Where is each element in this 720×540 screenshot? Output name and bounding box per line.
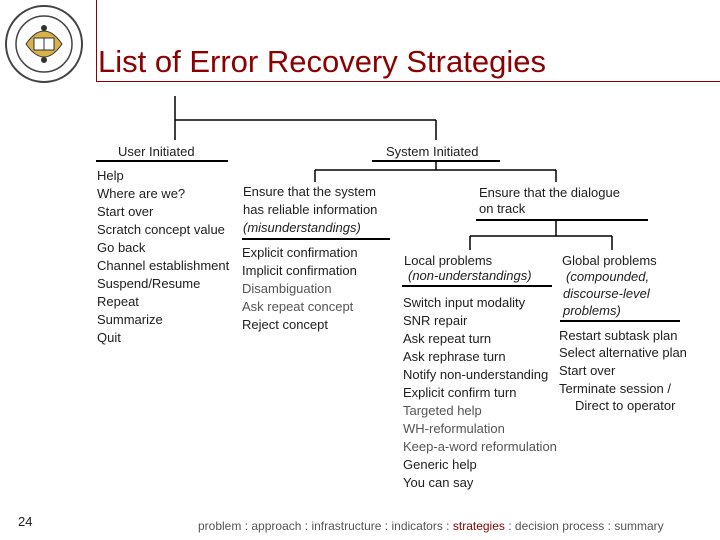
list-item: Help xyxy=(97,168,124,183)
footer-separator: : xyxy=(301,519,312,533)
footer-item[interactable]: summary xyxy=(614,519,664,533)
page-title: List of Error Recovery Strategies xyxy=(98,44,546,79)
list-item: Explicit confirm turn xyxy=(403,385,517,400)
footer-separator: : xyxy=(442,519,453,533)
reliable-heading-line3: (misunderstandings) xyxy=(243,220,361,235)
list-item: Disambiguation xyxy=(242,281,332,296)
user-initiated-underline xyxy=(96,160,228,162)
list-item: Ask rephrase turn xyxy=(403,349,506,364)
list-item: Select alternative plan xyxy=(559,345,687,360)
list-item: Start over xyxy=(97,204,154,219)
university-seal-icon xyxy=(5,5,83,83)
user-initiated-heading: User Initiated xyxy=(118,144,195,159)
system-initiated-underline xyxy=(372,160,500,162)
global-heading-line3: discourse-level xyxy=(563,286,650,301)
footer-separator: : xyxy=(241,519,252,533)
list-item: Ask repeat concept xyxy=(242,299,354,314)
list-item: Start over xyxy=(559,363,616,378)
title-underline xyxy=(96,81,720,82)
on-track-heading-line2: on track xyxy=(479,201,526,216)
reliable-heading-line1: Ensure that the system xyxy=(243,184,376,199)
local-heading-line2: (non-understandings) xyxy=(408,268,532,283)
list-item: Scratch concept value xyxy=(97,222,225,237)
list-item: You can say xyxy=(403,475,474,490)
list-item: Explicit confirmation xyxy=(242,245,358,260)
global-heading-line4: problems) xyxy=(563,303,621,318)
global-underline xyxy=(560,320,680,322)
footer-separator: : xyxy=(504,519,515,533)
system-initiated-heading: System Initiated xyxy=(386,144,479,159)
list-item: Implicit confirmation xyxy=(242,263,357,278)
list-item: Where are we? xyxy=(97,186,186,201)
list-item: Keep-a-word reformulation xyxy=(403,439,557,454)
list-item: Repeat xyxy=(97,294,139,309)
list-item: Generic help xyxy=(403,457,477,472)
footer-item[interactable]: approach xyxy=(251,519,302,533)
title-left-rule xyxy=(96,0,97,82)
footer-navigation: problem : approach : infrastructure : in… xyxy=(198,519,664,533)
list-item: Restart subtask plan xyxy=(559,328,678,343)
local-underline xyxy=(402,285,552,287)
on-track-underline xyxy=(476,219,648,221)
list-item: Go back xyxy=(97,240,146,255)
page-number: 24 xyxy=(18,514,33,529)
list-item: Terminate session / xyxy=(559,381,671,396)
reliable-strategy-list: Explicit confirmation Implicit confirmat… xyxy=(242,244,358,334)
list-item: Suspend/Resume xyxy=(97,276,201,291)
list-item: Direct to operator xyxy=(575,398,676,413)
footer-separator: : xyxy=(604,519,615,533)
list-item: Ask repeat turn xyxy=(403,331,492,346)
list-item: Quit xyxy=(97,330,121,345)
global-heading-line1: Global problems xyxy=(562,253,657,268)
global-heading-line2: (compounded, xyxy=(566,269,650,284)
list-item: SNR repair xyxy=(403,313,468,328)
list-item: Notify non-understanding xyxy=(403,367,549,382)
footer-item[interactable]: infrastructure xyxy=(311,519,382,533)
local-strategy-list: Switch input modality SNR repair Ask rep… xyxy=(403,294,557,492)
reliable-underline xyxy=(242,238,390,240)
user-initiated-list: Help Where are we? Start over Scratch co… xyxy=(97,167,229,347)
footer-separator: : xyxy=(381,519,392,533)
reliable-heading-line2: has reliable information xyxy=(243,202,378,217)
footer-item[interactable]: problem xyxy=(198,519,242,533)
on-track-heading-line1: Ensure that the dialogue xyxy=(479,185,620,200)
footer-item[interactable]: indicators xyxy=(391,519,443,533)
list-item: Switch input modality xyxy=(403,295,526,310)
footer-item[interactable]: decision process xyxy=(514,519,605,533)
list-item: Summarize xyxy=(97,312,163,327)
local-heading-line1: Local problems xyxy=(404,253,493,268)
list-item: Targeted help xyxy=(403,403,482,418)
list-item: Reject concept xyxy=(242,317,328,332)
footer-item-current[interactable]: strategies xyxy=(452,519,505,533)
list-item: Channel establishment xyxy=(97,258,230,273)
list-item: WH-reformulation xyxy=(403,421,505,436)
